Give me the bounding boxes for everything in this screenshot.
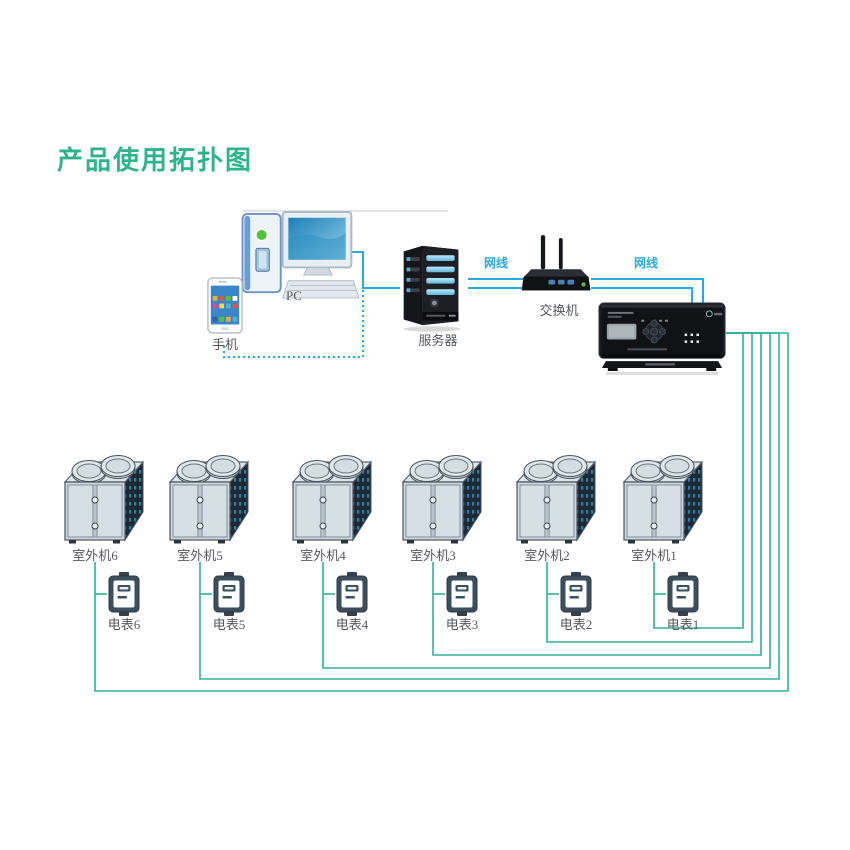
switch-icon: [521, 235, 591, 291]
outdoor-unit-icon: [291, 452, 391, 544]
controller-icon: [598, 302, 726, 375]
meter-label: 电表2: [559, 617, 593, 632]
phone-icon: [207, 277, 243, 334]
meter-icon: [212, 572, 246, 616]
meter-label: 电表4: [335, 617, 369, 632]
server-label: 服务器: [418, 333, 458, 348]
phone-label: 手机: [211, 337, 238, 352]
meter-icon: [335, 572, 369, 616]
outdoor-unit-label: 室外机1: [631, 548, 677, 563]
server-icon: [403, 245, 461, 332]
outdoor-unit-label: 室外机3: [410, 548, 456, 563]
outdoor-unit-label: 室外机4: [300, 548, 346, 563]
outdoor-unit-icon: [622, 452, 722, 544]
pc-label: PC: [286, 288, 302, 303]
pc-icon: [241, 211, 359, 299]
switch-label: 交换机: [539, 303, 579, 318]
meter-icon: [559, 572, 593, 616]
meter-label: 电表3: [445, 617, 479, 632]
outdoor-unit-label: 室外机2: [524, 548, 570, 563]
meter-label: 电表6: [107, 617, 141, 632]
meter-icon: [445, 572, 479, 616]
meter-icon: [107, 572, 141, 616]
outdoor-unit-icon: [63, 452, 163, 544]
outdoor-unit-label: 室外机5: [177, 548, 223, 563]
page-title: 产品使用拓扑图: [57, 145, 254, 175]
outdoor-unit-icon: [168, 452, 268, 544]
meter-label: 电表5: [212, 617, 246, 632]
meter-label: 电表1: [666, 617, 700, 632]
cable-label-switch-controller: 网线: [633, 256, 658, 270]
cable-label-server-switch: 网线: [483, 256, 508, 270]
outdoor-unit-icon: [401, 452, 501, 544]
green-bus-lines: [94, 332, 789, 692]
outdoor-unit-label: 室外机6: [72, 548, 118, 563]
outdoor-unit-icon: [515, 452, 615, 544]
meter-icon: [666, 572, 700, 616]
